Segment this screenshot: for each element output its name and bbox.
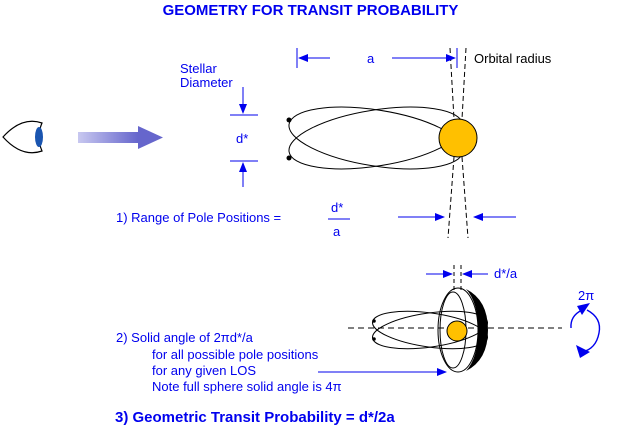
label-all-pole-positions: for all possible pole positions — [152, 347, 319, 362]
label-orbital-radius: Orbital radius — [474, 51, 552, 66]
label-two-pi: 2π — [578, 288, 595, 303]
label-full-sphere: Note full sphere solid angle is 4π — [152, 379, 342, 394]
label-given-los: for any given LOS — [152, 363, 257, 378]
label-diameter: Diameter — [180, 75, 233, 90]
eye-icon — [2, 120, 43, 154]
star-disc-small — [446, 320, 468, 342]
rotation-arrow-icon — [570, 303, 601, 358]
label-dstar: d* — [236, 131, 249, 146]
fraction-denominator: a — [333, 224, 341, 239]
orbit-diagram-top — [286, 47, 478, 239]
label-solid-angle: 2) Solid angle of 2πd*/a — [116, 330, 253, 345]
conclusion-transit-probability: 3) Geometric Transit Probability = d*/2a — [115, 409, 395, 426]
line-of-sight-arrow — [78, 126, 163, 149]
diagram-title: GEOMETRY FOR TRANSIT PROBABILITY — [162, 2, 459, 19]
pole-dot-upper — [286, 117, 292, 123]
label-range-of-pole-positions: 1) Range of Pole Positions = — [116, 210, 282, 225]
a-dimension — [296, 48, 458, 68]
band-ring-front — [466, 289, 488, 371]
pole-range-arrows — [328, 213, 516, 221]
pole-dot-lower — [286, 155, 292, 161]
label-dstar-over-a: d*/a — [494, 266, 518, 281]
fraction-numerator: d* — [331, 200, 344, 215]
label-stellar: Stellar — [180, 61, 217, 76]
orbit-diagram-bottom — [348, 265, 562, 373]
label-a: a — [367, 51, 375, 66]
stellar-diameter-dimension — [230, 87, 258, 187]
star-disc — [438, 118, 478, 158]
